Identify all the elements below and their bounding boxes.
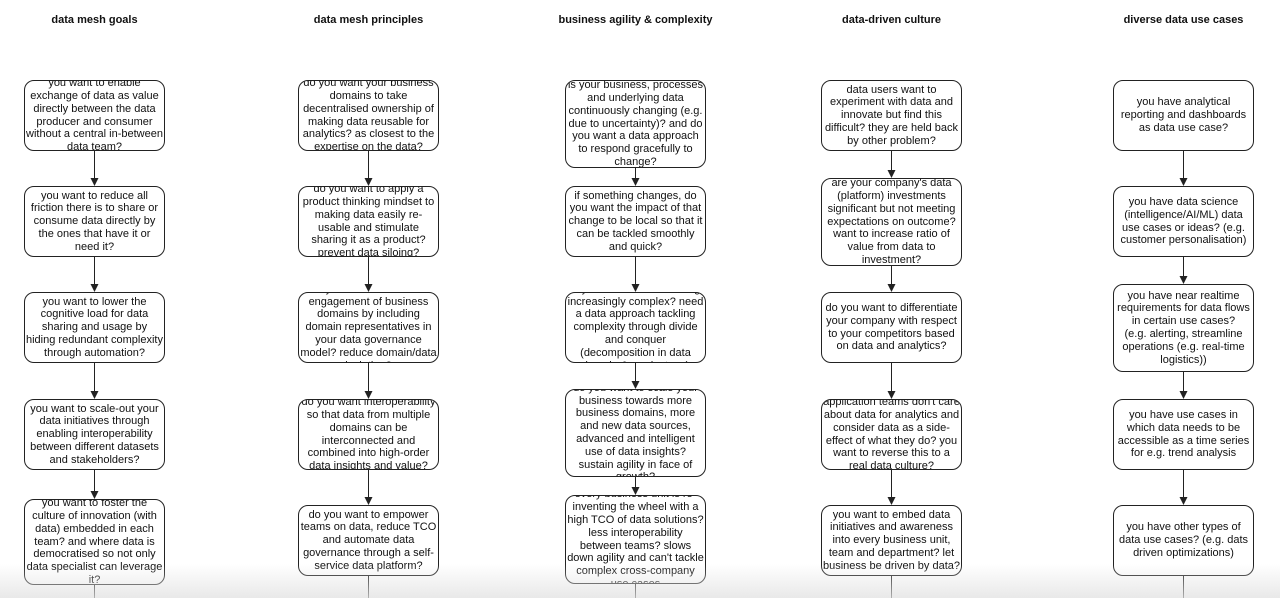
flow-box: you want to foster the culture of innova… [24,499,165,585]
flow-box: if something changes, do you want the im… [565,186,706,257]
flow-box: you have data science (intelligence/AI/M… [1113,186,1254,257]
column-title: business agility & complexity [558,14,713,26]
flow-box: do you want to apply a product thinking … [298,186,439,257]
flow-box-text: do you want to apply a product thinking … [302,186,435,257]
flow-box-text: are your company's data (platform) inves… [827,178,956,266]
flow-box: is your business, processes and underlyi… [565,80,706,168]
flow-box-text: is your business becoming increasingly c… [567,293,704,362]
flow-box-text: do you want your business domains to tak… [302,80,435,151]
flow-box-text: you have use cases in which data needs t… [1117,408,1250,460]
flow-box: application teams don't care about data … [821,399,962,470]
flow-box: do you want to differentiate your compan… [821,292,962,363]
flow-box: you have near realtime requirements for … [1113,284,1254,372]
flow-box: do you want to scale your business towar… [565,389,706,477]
flow-box-text: you have other types of data use cases? … [1118,521,1249,559]
flow-box: you want to embed data initiatives and a… [821,505,962,576]
flow-box-text: you want to scale-out your data initiati… [30,402,159,466]
flow-box: you want to lower the cognitive load for… [24,292,165,363]
flow-box: you have other types of data use cases? … [1113,505,1254,576]
column-title: data mesh principles [313,14,424,26]
flow-box-text: you have near realtime requirements for … [1117,289,1250,366]
flow-box-text: you want to embed data initiatives and a… [823,508,960,572]
flow-box: you want to enable exchange of data as v… [24,80,165,151]
flow-box: do you want to increase engagement of bu… [298,292,439,363]
flow-box: do you want to empower teams on data, re… [298,505,439,576]
flow-box: you have analytical reporting and dashbo… [1113,80,1254,151]
flow-box: you have use cases in which data needs t… [1113,399,1254,470]
column-title: data mesh goals [51,14,138,26]
flow-box-text: you have analytical reporting and dashbo… [1120,96,1247,134]
flow-box: are your company's data (platform) inves… [821,178,962,266]
flow-box-text: you have data science (intelligence/AI/M… [1120,195,1247,247]
flow-box-text: do you want to increase engagement of bu… [300,293,437,362]
column-title: diverse data use cases [1123,14,1244,26]
flow-box-text: you want to foster the culture of innova… [26,499,163,585]
flow-box: do you want interoperability so that dat… [298,399,439,470]
flow-box-text: you want to lower the cognitive load for… [26,295,163,359]
column-title: data-driven culture [841,14,942,26]
flow-box-text: do you want to scale your business towar… [573,390,698,476]
flow-box-text: is your business, processes and underlyi… [567,80,704,168]
flow-box-text: do you want to empower teams on data, re… [300,508,437,572]
flow-box: is your business becoming increasingly c… [565,292,706,363]
flow-box-text: do you want interoperability so that dat… [301,399,436,470]
flow-box: data users want to experiment with data … [821,80,962,151]
flow-box: every business unit is re-inventing the … [565,495,706,584]
flow-box-text: if something changes, do you want the im… [568,189,703,253]
flow-box-text: you want to reduce all friction there is… [30,189,159,253]
flow-box: you want to scale-out your data initiati… [24,399,165,470]
flow-box-text: every business unit is re-inventing the … [567,496,704,584]
flow-box-text: you want to enable exchange of data as v… [26,80,163,151]
flow-box: do you want your business domains to tak… [298,80,439,151]
flow-box-text: application teams don't care about data … [823,399,960,470]
flow-box: you want to reduce all friction there is… [24,186,165,257]
flow-box-text: do you want to differentiate your compan… [825,301,958,353]
flow-box-text: data users want to experiment with data … [824,83,959,147]
